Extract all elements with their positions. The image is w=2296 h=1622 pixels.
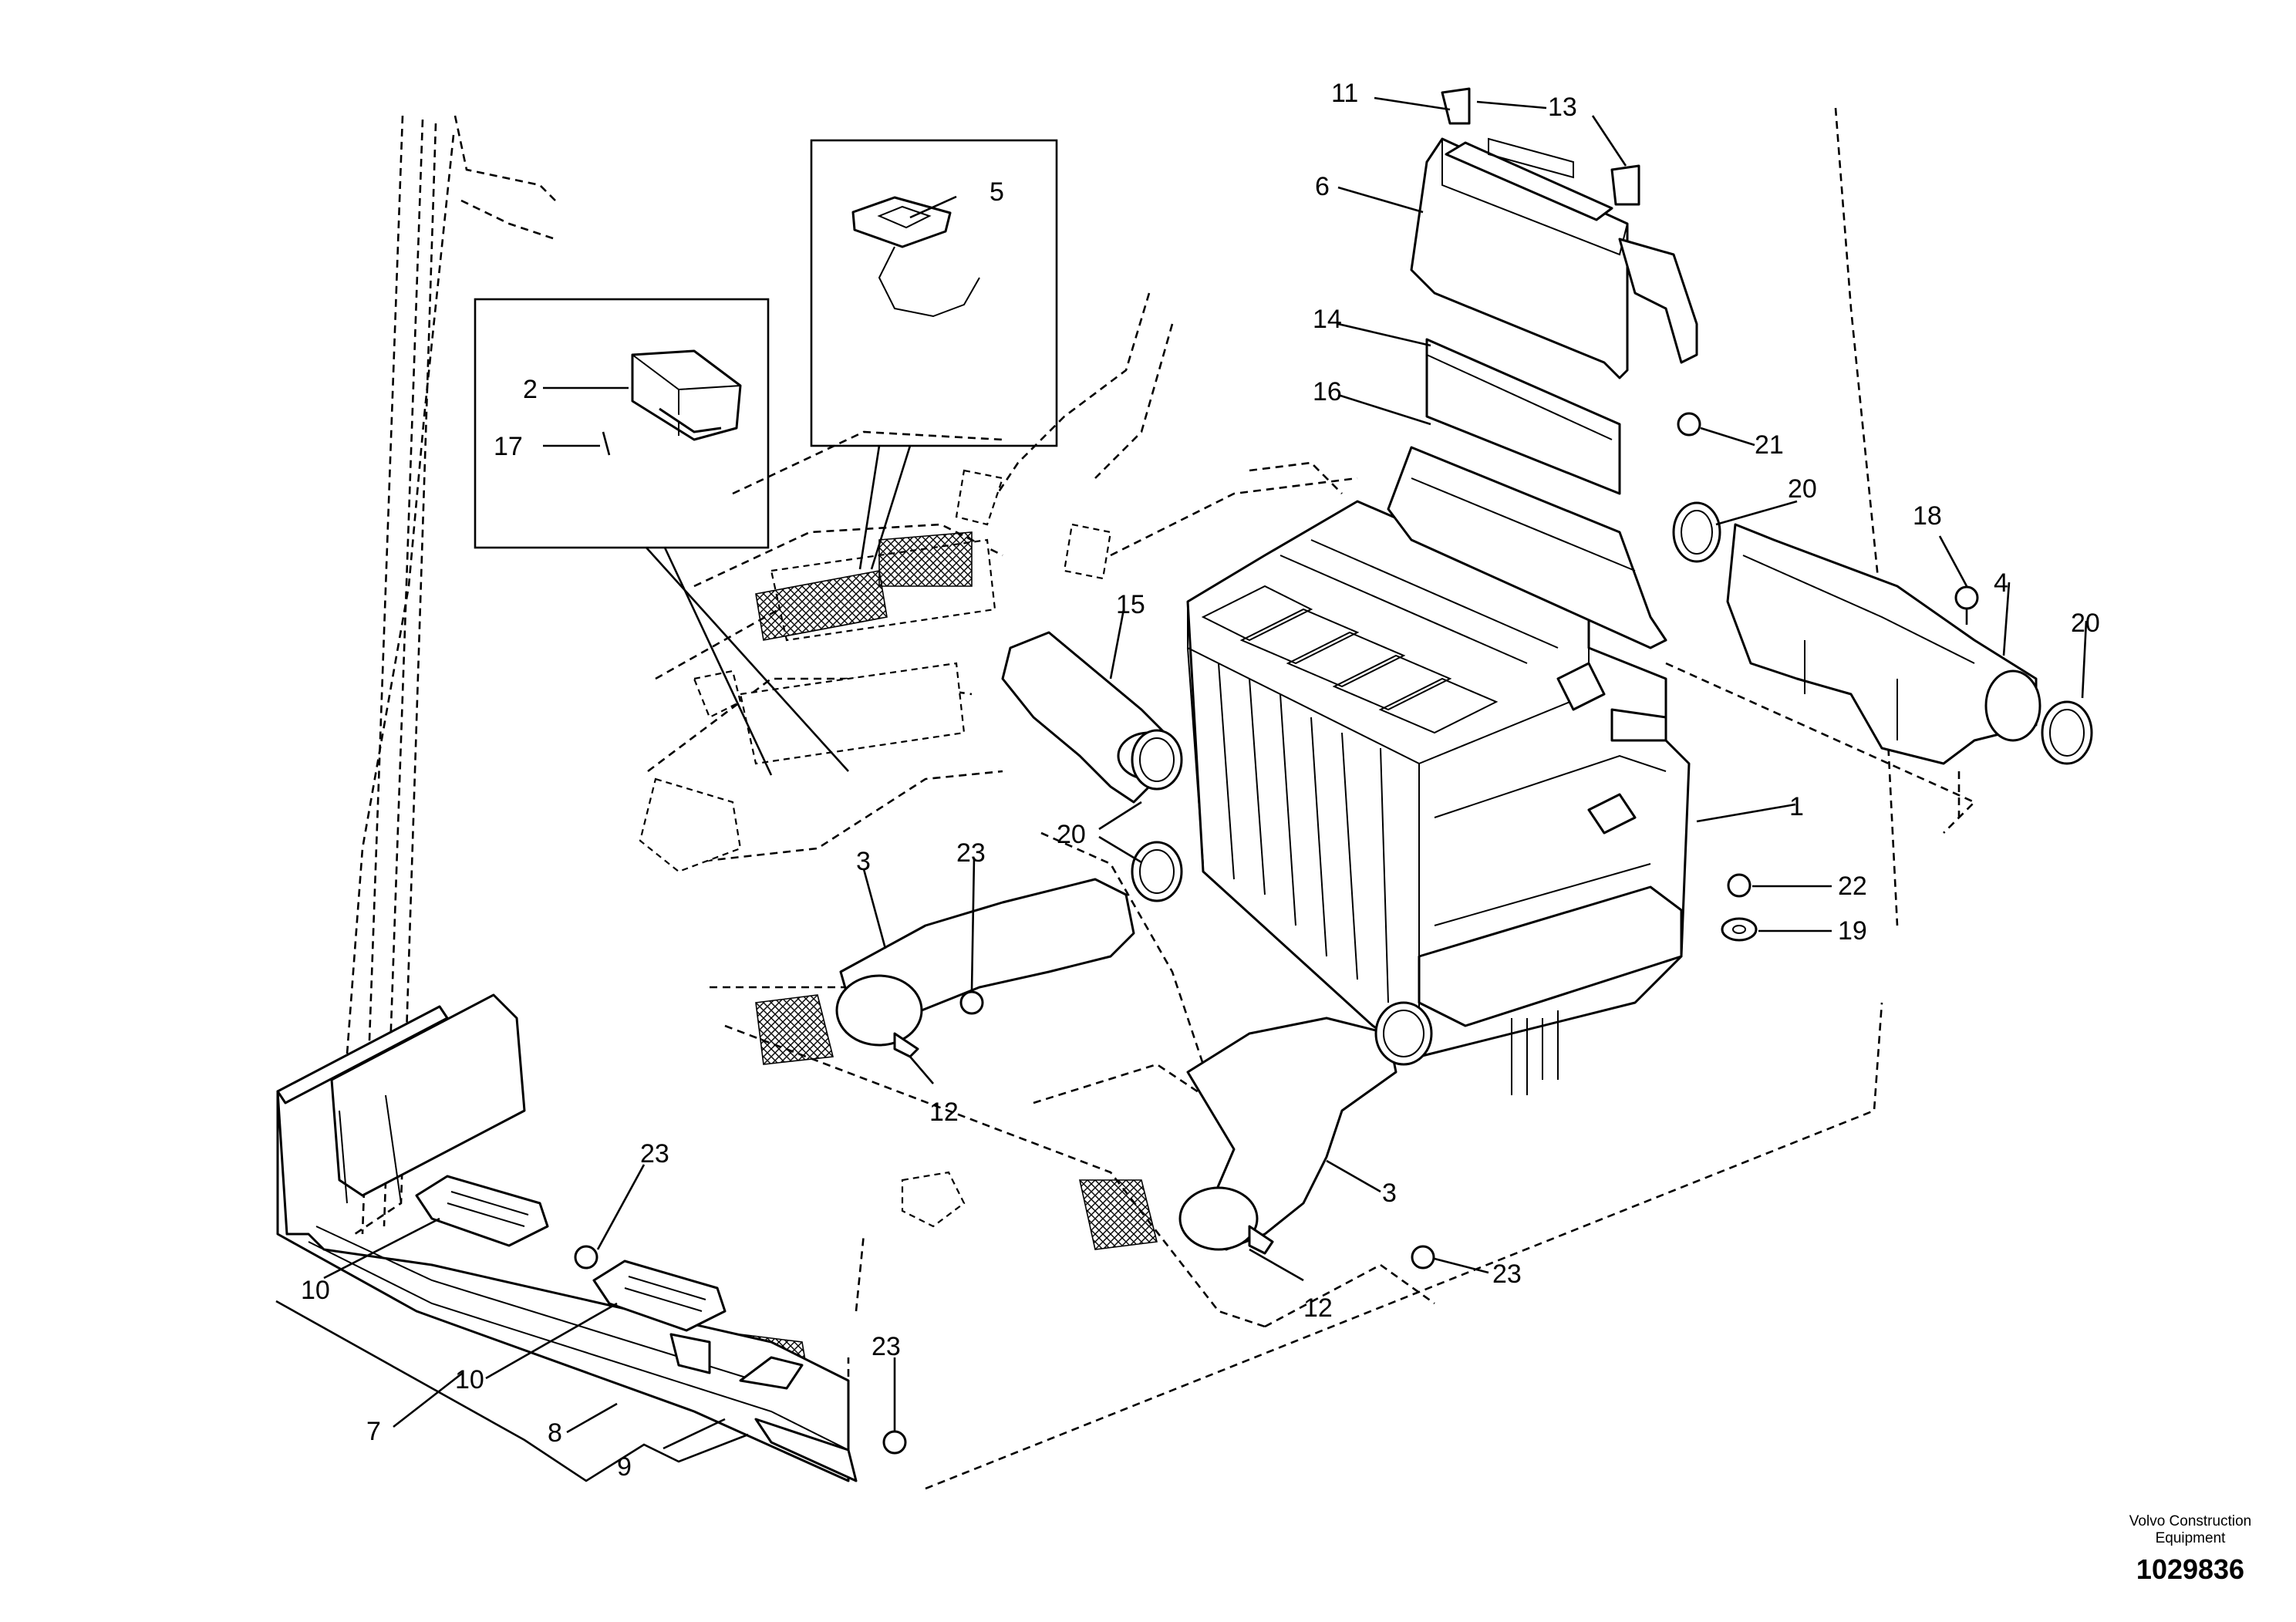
callout-13: 13 xyxy=(1548,93,1577,122)
callout-3b: 3 xyxy=(1382,1179,1397,1208)
upper-duct xyxy=(1387,87,1698,649)
callout-8: 8 xyxy=(548,1418,562,1448)
callout-16: 16 xyxy=(1313,377,1342,406)
callout-17: 17 xyxy=(494,432,523,461)
callout-9: 9 xyxy=(617,1452,632,1482)
callout-12: 12 xyxy=(929,1098,959,1127)
credit-company: Volvo Construction xyxy=(2129,1513,2252,1529)
part-5-socket xyxy=(851,196,952,248)
cab-outline xyxy=(338,107,1977,1490)
heater-unit xyxy=(1186,500,1691,1095)
callout-15: 15 xyxy=(1116,590,1145,619)
callout-11: 11 xyxy=(1331,79,1358,108)
vent-grilles xyxy=(415,1175,727,1332)
drawing-number: 1029836 xyxy=(2136,1553,2245,1585)
credit-company-line2: Equipment xyxy=(2155,1530,2226,1546)
clamps xyxy=(1131,501,2093,1066)
callout-21: 21 xyxy=(1755,430,1784,460)
callout-labels: 1 2 3 3 4 5 6 7 8 9 10 10 11 12 12 13 14… xyxy=(301,79,2100,1482)
callout-23a: 23 xyxy=(956,838,986,868)
side-duct xyxy=(1726,523,2041,765)
callout-22: 22 xyxy=(1838,872,1867,901)
callout-23b: 23 xyxy=(640,1139,669,1168)
callout-10: 10 xyxy=(301,1276,330,1305)
callout-14: 14 xyxy=(1313,305,1342,334)
callout-19: 19 xyxy=(1838,916,1867,946)
callout-20a: 20 xyxy=(1788,474,1817,504)
callout-23c: 23 xyxy=(872,1332,901,1361)
callout-4: 4 xyxy=(1994,568,2008,598)
trim-panel xyxy=(276,993,858,1482)
callout-3: 3 xyxy=(856,847,871,876)
callout-2: 2 xyxy=(523,375,538,404)
callout-10b: 10 xyxy=(455,1365,484,1394)
callout-6: 6 xyxy=(1315,172,1330,201)
part-13-knob xyxy=(1610,164,1640,206)
callout-7: 7 xyxy=(366,1417,381,1446)
part-11-knob xyxy=(1441,87,1471,125)
callout-18: 18 xyxy=(1913,501,1942,531)
callout-20c: 20 xyxy=(1057,820,1086,849)
callout-20b: 20 xyxy=(2071,609,2100,638)
callout-5: 5 xyxy=(990,177,1004,207)
callout-1: 1 xyxy=(1789,792,1804,821)
callout-12b: 12 xyxy=(1303,1293,1333,1323)
fasteners xyxy=(574,412,1979,1455)
leader-lines xyxy=(275,96,2088,1482)
callout-23d: 23 xyxy=(1492,1259,1522,1289)
inset-switch-box xyxy=(474,298,849,776)
part-2-cover xyxy=(631,349,742,441)
inset-connector-box xyxy=(810,139,1058,570)
